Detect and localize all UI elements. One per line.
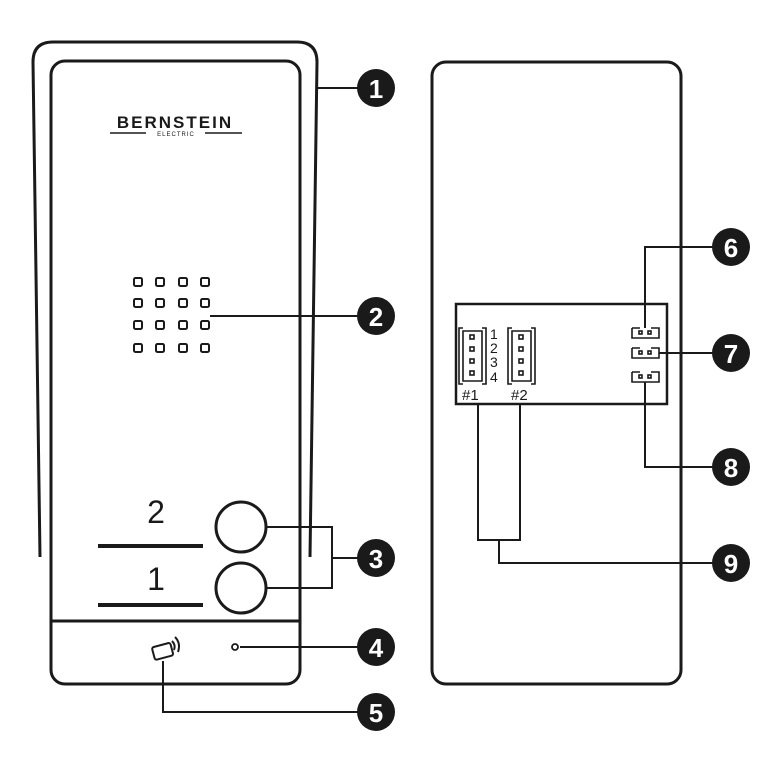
- button-label-1: 1: [147, 561, 165, 597]
- grille-hole: [200, 343, 210, 353]
- grille-hole: [178, 343, 188, 353]
- callout-3: 3: [357, 539, 395, 577]
- outer-frame: [31, 40, 319, 558]
- grille-hole: [155, 343, 165, 353]
- callout-6: 6: [712, 228, 750, 266]
- terminal-block-1: [458, 327, 487, 385]
- svg-text:9: 9: [724, 549, 738, 579]
- front-panel: [49, 59, 302, 686]
- svg-text:1: 1: [369, 74, 383, 104]
- callout-1: 1: [357, 69, 395, 107]
- callouts: 1 2 3 4 5 6 7 8: [357, 69, 750, 731]
- jumpers: [631, 327, 660, 383]
- leader-lines: [162, 87, 720, 713]
- back-panel: [430, 60, 683, 686]
- pin-numbers: 1 2 3 4: [490, 326, 498, 385]
- callout-4: 4: [357, 628, 395, 666]
- connector-label-2: #2: [511, 387, 528, 404]
- brand-name: BERNSTEIN: [117, 113, 233, 132]
- grille-hole: [200, 277, 210, 287]
- callout-8: 8: [712, 448, 750, 486]
- grille-hole: [178, 298, 188, 308]
- brand-logo: BERNSTEIN ELECTRIC: [110, 113, 242, 138]
- pin-label: 1: [490, 326, 498, 342]
- terminal-block-2: [507, 327, 536, 385]
- grille-hole: [133, 320, 143, 330]
- jumper-3: [631, 371, 660, 383]
- callout-7: 7: [712, 334, 750, 372]
- callout-9: 9: [712, 544, 750, 582]
- call-button-1[interactable]: [214, 561, 268, 615]
- svg-text:5: 5: [369, 698, 383, 728]
- pin-label: 2: [490, 340, 498, 356]
- grille-hole: [155, 298, 165, 308]
- pin-label: 4: [490, 369, 498, 385]
- callout-5: 5: [357, 693, 395, 731]
- jumper-2: [631, 347, 660, 359]
- svg-text:3: 3: [369, 544, 383, 574]
- svg-text:2: 2: [369, 302, 383, 332]
- grille-hole: [200, 298, 210, 308]
- button-label-2: 2: [147, 494, 165, 530]
- svg-text:6: 6: [724, 233, 738, 263]
- connector-labels: #1 #2: [462, 387, 528, 404]
- connector-label-1: #1: [462, 387, 479, 404]
- rfid-tag-icon: [151, 636, 180, 661]
- jumper-1: [631, 327, 660, 339]
- grille-hole: [155, 277, 165, 287]
- pin-label: 3: [490, 354, 498, 370]
- call-button-2[interactable]: [214, 500, 268, 554]
- terminal-window: [454, 302, 669, 406]
- grille-hole: [133, 298, 143, 308]
- call-buttons: 2 1: [98, 494, 268, 615]
- grille-hole: [155, 320, 165, 330]
- grille-hole: [133, 343, 143, 353]
- svg-text:8: 8: [724, 453, 738, 483]
- svg-text:4: 4: [369, 633, 384, 663]
- grille-hole: [178, 277, 188, 287]
- speaker-grille: [133, 277, 210, 353]
- grille-hole: [178, 320, 188, 330]
- brand-sub: ELECTRIC: [157, 132, 195, 138]
- front-view: [31, 40, 319, 686]
- grille-hole: [200, 320, 210, 330]
- grille-hole: [133, 277, 143, 287]
- callout-2: 2: [357, 297, 395, 335]
- svg-text:7: 7: [724, 339, 738, 369]
- led-indicator-icon: [231, 643, 239, 651]
